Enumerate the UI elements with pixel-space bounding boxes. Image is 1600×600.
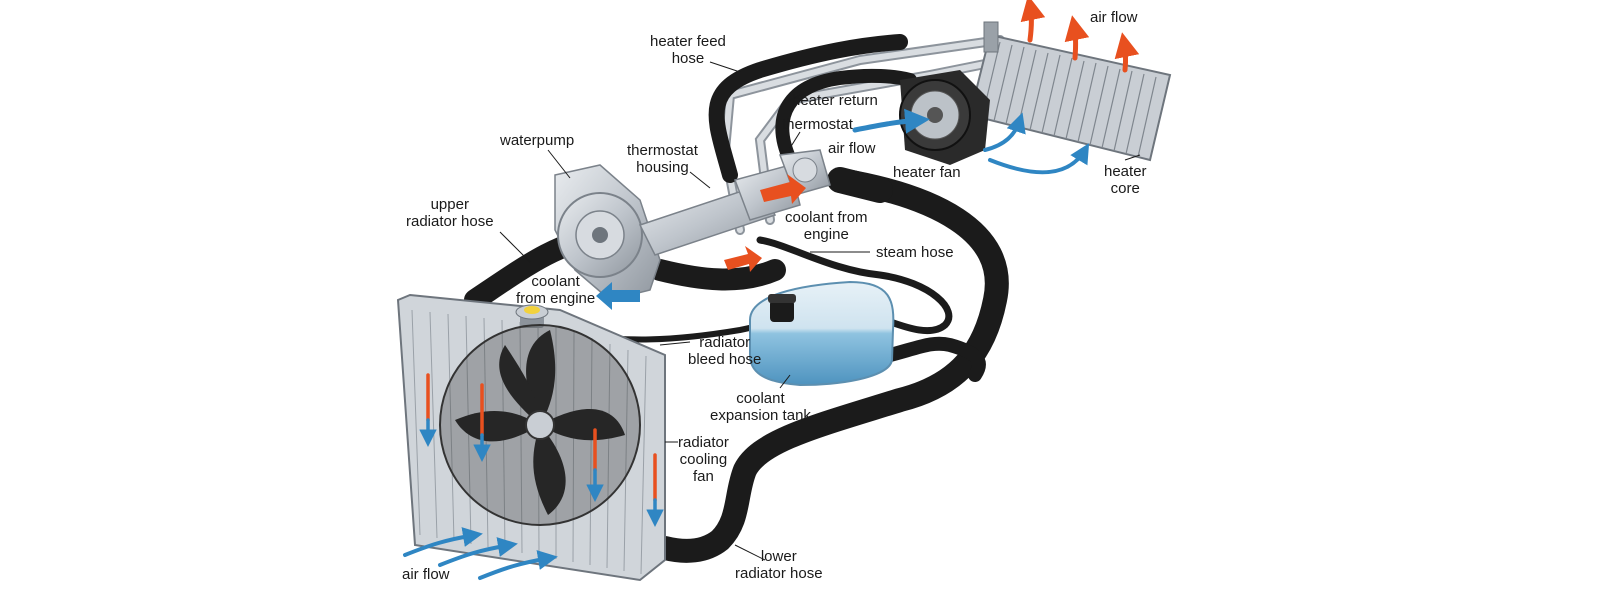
heater-hoses <box>708 34 917 183</box>
air-flow-arrow-icon <box>403 0 1140 580</box>
label-heater-return: heater return <box>792 92 878 109</box>
label-heater-fan: heater fan <box>893 164 961 181</box>
label-air-flow-bottom: air flow <box>402 566 450 583</box>
steam-hose <box>756 236 953 335</box>
fan-icon <box>439 324 641 526</box>
label-thermostat: thermostat <box>782 116 853 133</box>
heater-fan-icon <box>899 70 990 165</box>
label-leader-lines <box>499 61 1141 561</box>
heater-return-hose <box>775 68 917 167</box>
thermostat-outlet-hose <box>827 167 893 203</box>
heater-core-body <box>968 21 1172 162</box>
heater-feed-hose <box>708 34 908 183</box>
hot-coolant-arrows <box>724 174 806 272</box>
label-waterpump: waterpump <box>500 132 575 149</box>
coolant-arrow-icon <box>419 373 664 527</box>
cold-coolant-arrows <box>596 282 640 310</box>
waterpump-body <box>554 164 661 301</box>
lower-radiator-hose <box>653 168 1009 563</box>
tank-return-hose <box>863 336 986 382</box>
coolant-expansion-tank-body <box>749 280 895 387</box>
radiator-body <box>396 293 666 582</box>
label-air-flow-mid: air flow <box>828 140 876 157</box>
thermostat-housing-body <box>638 149 831 256</box>
label-steam-hose: steam hose <box>876 244 954 261</box>
label-air-flow-top: air flow <box>1090 9 1138 26</box>
pump-outlet-hose <box>649 259 786 291</box>
radiator-cap-icon <box>515 304 549 328</box>
